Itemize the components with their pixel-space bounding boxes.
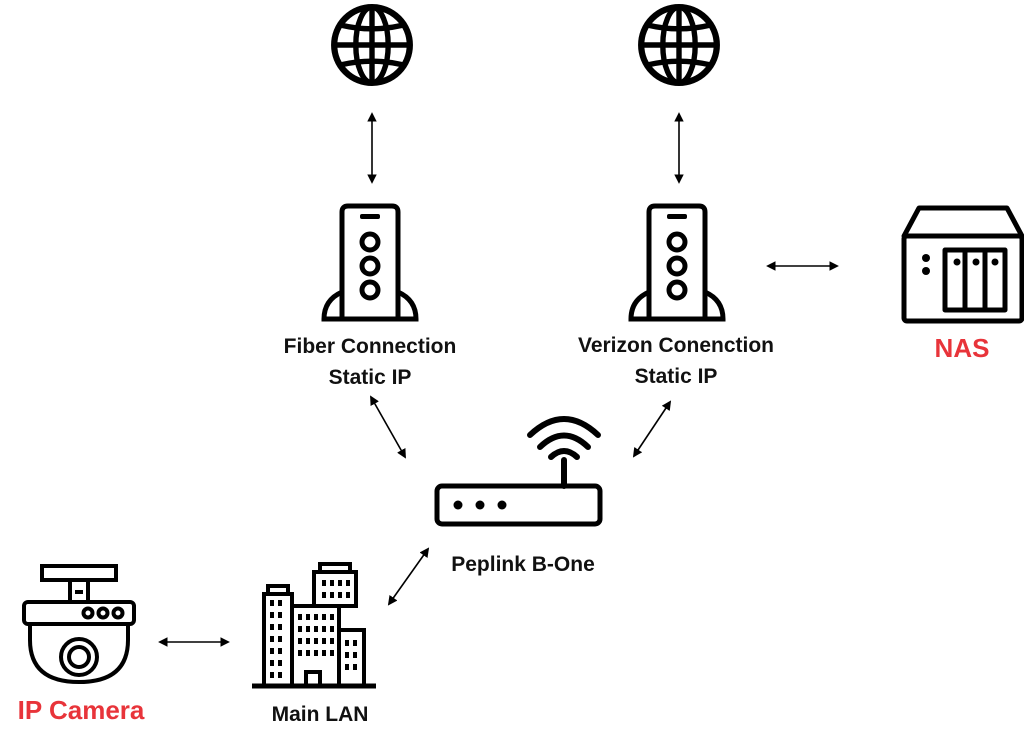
globe-icon-right (641, 7, 717, 83)
ip-camera-label: IP Camera (17, 695, 145, 725)
fiber-connection-label-line2: Static IP (328, 366, 412, 389)
fiber-modem-icon (324, 206, 416, 319)
verizon-connection-label-line1: Verizon Conenction (577, 334, 774, 357)
edge-router-lan (387, 547, 430, 606)
dome-camera-icon (22, 564, 136, 685)
verizon-modem-icon (631, 206, 723, 319)
edge-verizon-router (632, 400, 672, 458)
wifi-router-icon (434, 416, 603, 527)
nas-label: NAS (934, 333, 990, 363)
fiber-connection-label-line1: Fiber Connection (283, 335, 457, 358)
globe-icon-left (334, 7, 410, 83)
fiber-connection-label: Fiber Connection Static IP (260, 331, 480, 393)
router-label: Peplink B-One (451, 553, 595, 576)
verizon-connection-label-line2: Static IP (634, 365, 718, 388)
main-lan-label: Main LAN (271, 703, 369, 726)
verizon-connection-label: Verizon Conenction Static IP (556, 330, 796, 392)
nas-icon (901, 205, 1024, 324)
buildings-icon (252, 562, 376, 689)
edge-fiber-router (370, 395, 406, 459)
